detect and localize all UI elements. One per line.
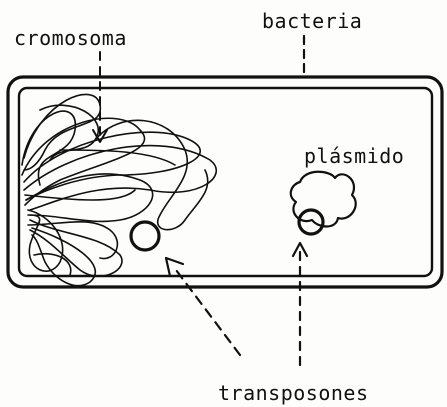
bacterium-label: bacteria <box>262 9 362 33</box>
transposon-pointer-right <box>293 243 307 365</box>
transposons-label: transposones <box>218 381 369 405</box>
chromosome <box>22 94 216 285</box>
cell-wall-inner <box>19 88 432 276</box>
plasmid-label: plásmido <box>304 144 404 168</box>
chromosome-label: cromosoma <box>14 26 127 50</box>
transposon-pointer-left <box>166 258 240 355</box>
transposon-chromosome <box>131 222 159 250</box>
transposon-plasmid <box>299 210 323 234</box>
